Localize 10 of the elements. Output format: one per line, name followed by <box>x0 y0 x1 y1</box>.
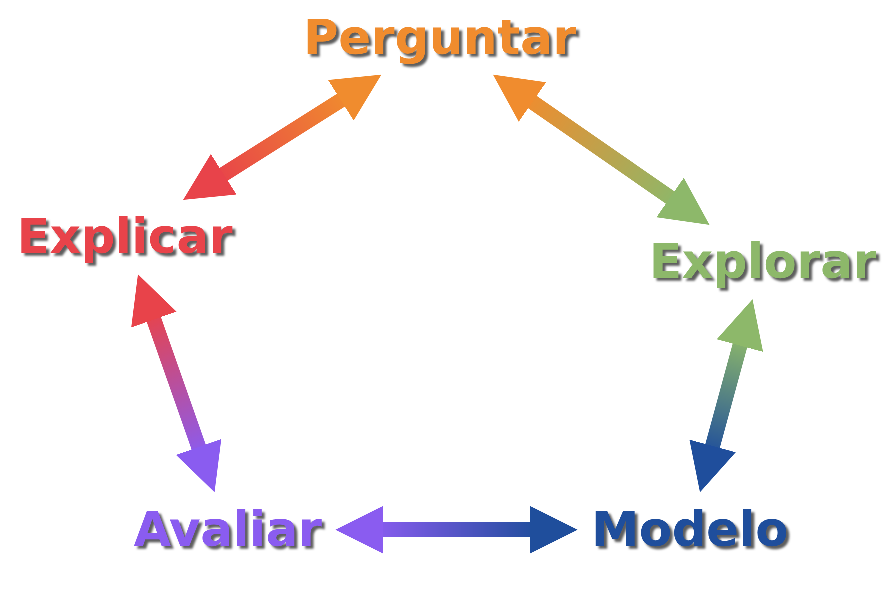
double-arrow <box>131 274 222 492</box>
double-arrow <box>183 74 382 200</box>
stage-label: Explicar <box>17 213 233 261</box>
stage-label: Perguntar <box>303 14 577 62</box>
double-arrow <box>493 74 710 226</box>
double-arrow <box>690 300 764 492</box>
stage-label: Explorar <box>649 238 877 286</box>
stage-label: Avaliar <box>134 506 322 554</box>
double-arrow <box>336 506 578 554</box>
stage-label: Modelo <box>591 506 789 554</box>
